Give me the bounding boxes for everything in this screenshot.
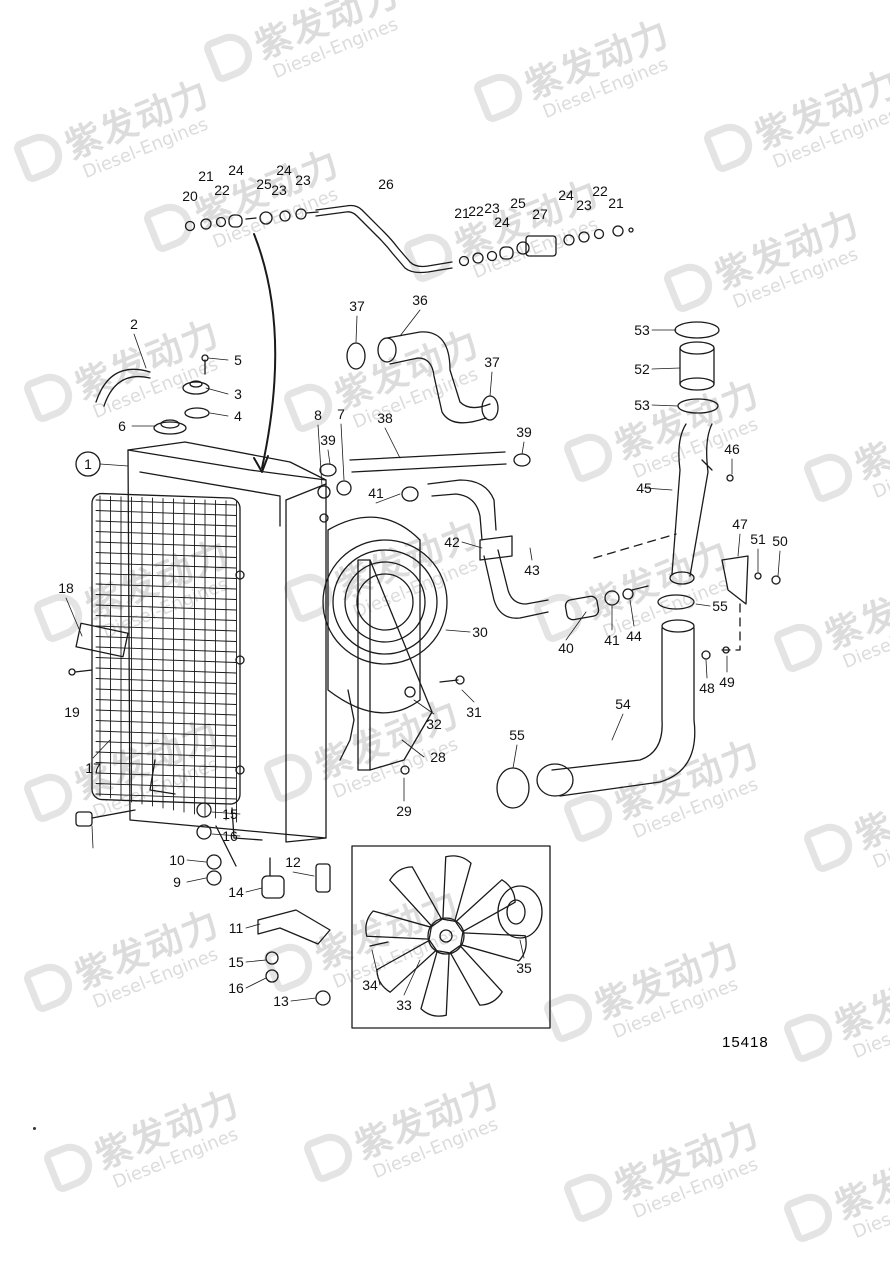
callout-label: 33 <box>396 997 412 1013</box>
radiator-assembly <box>75 419 329 843</box>
callout-label: 48 <box>699 680 715 696</box>
callout-label: 15 <box>222 806 238 822</box>
callout-label: 39 <box>320 432 336 448</box>
mount-holes <box>235 513 329 775</box>
callout-label: 8 <box>314 407 322 423</box>
fan-inset <box>351 845 551 1029</box>
exploded-view-drawing <box>65 204 781 1029</box>
coolant-hoses <box>317 331 649 621</box>
callout-label: 22 <box>468 203 484 219</box>
callout-label: 44 <box>626 628 642 644</box>
fan-shroud <box>322 516 448 771</box>
callout-label: 32 <box>426 716 442 732</box>
callout-label: 41 <box>604 632 620 648</box>
callout-label: 26 <box>378 176 394 192</box>
callout-label: 20 <box>182 188 198 204</box>
callout-label: 25 <box>510 195 526 211</box>
callout-label: 55 <box>712 598 728 614</box>
callout-label: 24 <box>276 162 292 178</box>
callout-label: 22 <box>214 182 230 198</box>
callout-label: 53 <box>634 397 650 413</box>
callout-label: 12 <box>285 854 301 870</box>
drawing-number: 15418 <box>722 1034 769 1051</box>
callout-label: 23 <box>576 197 592 213</box>
callout-label: 34 <box>362 977 378 993</box>
callout-circle-1 <box>75 451 101 477</box>
callout-label: 16 <box>222 828 238 844</box>
stray-dot <box>33 1127 36 1130</box>
callout-label: 15 <box>228 954 244 970</box>
callout-label: 36 <box>412 292 428 308</box>
callout-label: 3 <box>234 386 242 402</box>
callout-label: 28 <box>430 749 446 765</box>
callout-label: 4 <box>234 408 242 424</box>
callout-label: 2 <box>130 316 138 332</box>
lower-hose <box>496 619 730 809</box>
callout-label: 41 <box>368 485 384 501</box>
grille-mesh <box>95 495 237 823</box>
pipe-fittings-left <box>184 208 319 232</box>
callout-label: 45 <box>636 480 652 496</box>
callout-label: 21 <box>198 168 214 184</box>
callout-label: 51 <box>750 531 766 547</box>
callout-label: 21 <box>454 205 470 221</box>
callout-label: 5 <box>234 352 242 368</box>
callout-label: 10 <box>169 852 185 868</box>
callout-label: 13 <box>273 993 289 1009</box>
callout-label: 14 <box>228 884 244 900</box>
callout-label: 23 <box>271 182 287 198</box>
callout-label: 38 <box>377 410 393 426</box>
callout-label: 6 <box>118 418 126 434</box>
callout-label: 23 <box>484 200 500 216</box>
callout-label: 27 <box>532 206 548 222</box>
callout-label: 43 <box>524 562 540 578</box>
callout-label: 53 <box>634 322 650 338</box>
fan-blades <box>365 855 527 1017</box>
pipe-fittings-right <box>458 225 634 267</box>
callout-label: 24 <box>494 214 510 230</box>
callout-label: 16 <box>228 980 244 996</box>
callout-label: 29 <box>396 803 412 819</box>
callout-label: 42 <box>444 534 460 550</box>
callout-label: 11 <box>228 920 244 936</box>
callout-label: 54 <box>615 696 631 712</box>
callout-label: 7 <box>337 406 345 422</box>
callout-label: 21 <box>608 195 624 211</box>
oil-pipe-assembly <box>184 204 634 274</box>
callout-label: 37 <box>349 298 365 314</box>
callout-label: 25 <box>256 176 272 192</box>
callout-label: 55 <box>509 727 525 743</box>
callout-label: 1 <box>84 456 92 472</box>
callout-label: 24 <box>558 187 574 203</box>
callout-label: 50 <box>772 533 788 549</box>
callout-label: 22 <box>592 183 608 199</box>
callout-label: 18 <box>58 580 74 596</box>
callout-label: 46 <box>724 441 740 457</box>
radiator-guard-grille <box>91 492 241 805</box>
name-plate <box>75 622 129 658</box>
leader-lines <box>65 309 781 1002</box>
reference-arrow <box>253 233 277 469</box>
callout-label: 47 <box>732 516 748 532</box>
callout-label: 52 <box>634 361 650 377</box>
callout-label: 17 <box>85 760 101 776</box>
callout-label: 24 <box>228 162 244 178</box>
callout-label: 40 <box>558 640 574 656</box>
callout-label: 9 <box>173 874 181 890</box>
callout-label: 35 <box>516 960 532 976</box>
callout-label: 23 <box>295 172 311 188</box>
outlet-pipe-assembly <box>593 321 781 651</box>
callout-label: 31 <box>466 704 482 720</box>
callout-label: 37 <box>484 354 500 370</box>
callout-label: 49 <box>719 674 735 690</box>
callout-label: 39 <box>516 424 532 440</box>
overflow-hose-and-cap <box>95 354 210 419</box>
callout-label: 19 <box>64 704 80 720</box>
callout-label: 30 <box>472 624 488 640</box>
